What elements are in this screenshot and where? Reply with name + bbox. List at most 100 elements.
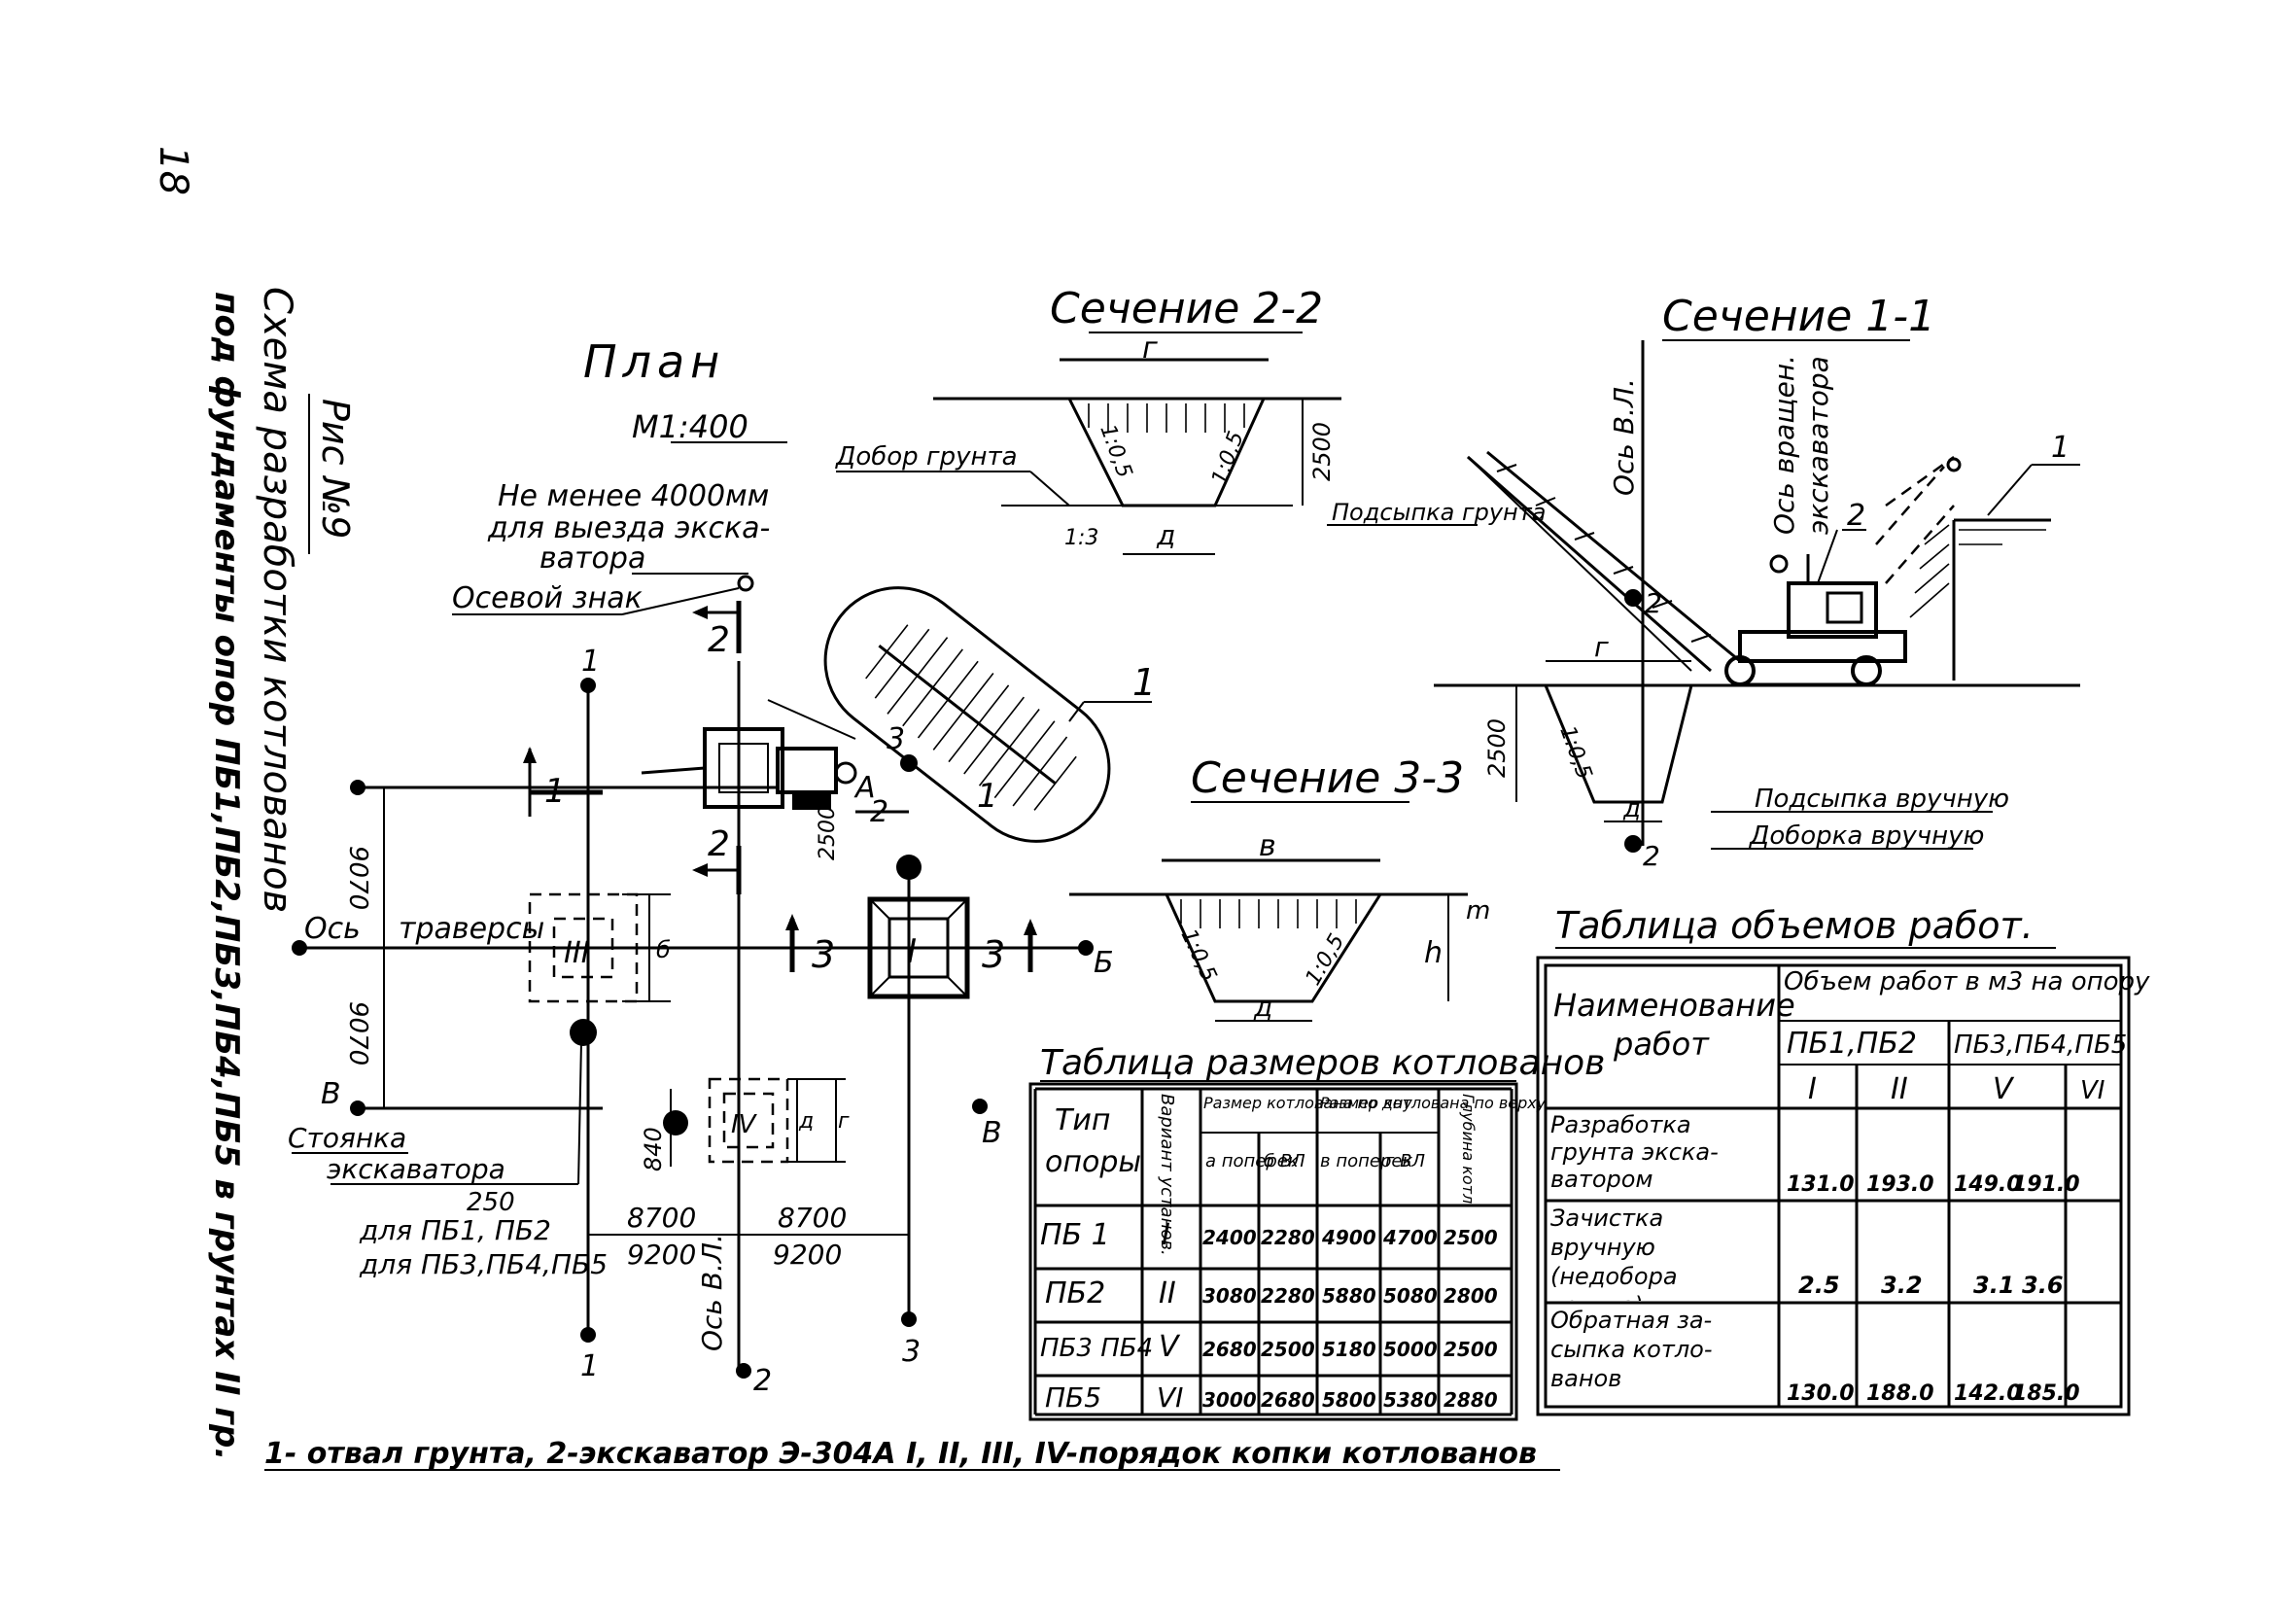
dim-840: 840 <box>640 1127 667 1171</box>
pit-I-corner-3 <box>869 976 890 997</box>
sizes-cell-a: 3080 <box>1202 1284 1257 1308</box>
section-1-left-arrowhead <box>523 747 537 763</box>
plan-note-1: Не менее 4000мм <box>498 479 769 513</box>
plan-note-3: ватора <box>539 541 645 576</box>
table-sizes-title: Таблица размеров котлованов <box>1040 1043 1605 1083</box>
volumes-cell-value: 188.0 <box>1866 1381 1934 1406</box>
sizes-cell-type: ПБ 1 <box>1040 1218 1110 1252</box>
pit-IV-label: IV <box>731 1110 758 1139</box>
volumes-row-2: Зачистка вручную (недобора грунта) 2.5 3… <box>1550 1205 2064 1301</box>
plan-note-2: для выезда экска- <box>487 511 770 545</box>
section33-dim-v: в <box>1259 829 1276 863</box>
axis-sign-label: Осевой знак <box>452 581 643 615</box>
page-number: 18 <box>151 146 195 195</box>
sizes-header-depth: Глубина котл. <box>1459 1094 1478 1208</box>
figure-title-line2: под фундаменты опор ПБ1,ПБ2,ПБ3,ПБ4,ПБ5 … <box>207 292 246 1460</box>
plan-mark-B: Б <box>1094 946 1114 980</box>
sizes-cell-h: 2800 <box>1444 1284 1498 1308</box>
section33-pit-profile <box>1165 893 1382 1003</box>
axis-1-bottom-dot <box>580 1327 596 1343</box>
volumes-group-1: ПБ1,ПБ2 <box>1787 1027 1917 1061</box>
section33-dim-m: m <box>1466 896 1490 926</box>
for-pb12: для ПБ1, ПБ2 <box>359 1214 551 1246</box>
sizes-header-group-top: Размер котлована по верху <box>1320 1094 1547 1112</box>
sizes-cell-variant: II <box>1159 1276 1176 1310</box>
axis-vl-label: Ось В.Л. <box>696 1234 728 1351</box>
section33-title: Сечение 3-3 <box>1191 753 1464 803</box>
volumes-cell-value: 3.2 <box>1881 1272 1923 1299</box>
sizes-header-v: в поперек <box>1320 1151 1412 1171</box>
pit-III-label: III <box>564 936 590 970</box>
excavator-stand-dot <box>570 1019 597 1046</box>
section22-dobor-leader <box>1029 471 1070 507</box>
volumes-row-1: Разработка грунта экска-ватором 131.0 19… <box>1550 1111 2080 1197</box>
excavator-stand-dot-2 <box>663 1110 688 1135</box>
section-2-top-label: 2 <box>708 620 730 660</box>
axis-sign-leader <box>621 587 740 615</box>
pit-III-outer <box>528 892 639 1003</box>
plan-title: План <box>583 335 725 388</box>
excavator-side-view <box>1467 450 1962 686</box>
for-pb345: для ПБ3,ПБ4,ПБ5 <box>359 1248 608 1280</box>
volumes-header-volume: Объем работ в м3 на опору <box>1784 967 2150 996</box>
volumes-cell-value: 185.0 <box>2012 1381 2080 1406</box>
axis-3-bottom-label: 3 <box>902 1335 921 1369</box>
sizes-cell-type: ПБ2 <box>1045 1276 1105 1310</box>
sizes-header-type-2: опоры <box>1045 1145 1141 1179</box>
section-2-bottom-arrowhead <box>692 863 708 877</box>
axis-A-left-dot <box>350 780 365 795</box>
sizes-header-group-bottom: Размер котлована по дну <box>1203 1094 1412 1112</box>
section11-axis-rot-2: экскаватора <box>1802 356 1834 535</box>
section-3-left-arrowhead <box>785 914 799 930</box>
axis-V-label: В <box>321 1077 341 1111</box>
section33-slope-right: 1:0,5 <box>1302 930 1350 990</box>
plan-mark-3-top: 3 <box>887 722 905 756</box>
section11-point-2-bottom <box>1624 835 1642 853</box>
section33-hatch <box>1180 899 1357 928</box>
excavator-stand-2: экскаватора <box>327 1153 505 1185</box>
volumes-variant-V: V <box>1993 1072 2015 1106</box>
section-2-bottom-label: 2 <box>708 824 730 864</box>
pit-I-inner <box>887 917 950 979</box>
sizes-row-3: ПБ3 ПБ4 V 2680 2500 5180 5000 2500 <box>1040 1330 1498 1364</box>
dim-8700-right: 8700 <box>778 1202 847 1234</box>
sizes-cell-v: 5800 <box>1322 1388 1376 1412</box>
section11-label-2-leader <box>1817 529 1838 584</box>
excavator-plan-icon <box>641 727 857 810</box>
section11-doborka: Доборка вручную <box>1749 821 1984 851</box>
section11-point-2-label: 2 <box>1645 587 1662 619</box>
volumes-variant-I: I <box>1808 1072 1817 1106</box>
sizes-cell-g: 5000 <box>1383 1338 1438 1361</box>
sizes-cell-variant: I <box>1162 1218 1170 1252</box>
volumes-cell-value: 3.1 <box>1973 1272 2015 1299</box>
soil-dump-leader <box>1068 701 1085 722</box>
section11-pit-profile <box>1544 684 1693 804</box>
section22-slope-left: 1:0,5 <box>1095 422 1136 482</box>
sizes-cell-v: 5880 <box>1322 1284 1376 1308</box>
table-volumes-title: Таблица объемов работ. <box>1555 904 2034 947</box>
sizes-cell-variant: VI <box>1157 1381 1183 1414</box>
section-2-top-arrowhead <box>692 606 708 619</box>
traverse-axis-left-dot <box>292 940 307 956</box>
section11-label-1: 1 <box>2051 431 2070 465</box>
volumes-cell-value: 2.5 <box>1798 1272 1840 1299</box>
sizes-cell-b: 2280 <box>1261 1226 1315 1249</box>
sizes-cell-variant: V <box>1159 1330 1181 1364</box>
sizes-cell-v: 4900 <box>1321 1226 1376 1249</box>
sizes-header-type-1: Тип <box>1055 1103 1110 1137</box>
sizes-cell-b: 2280 <box>1261 1284 1315 1308</box>
pit-I-corner-2 <box>947 898 968 920</box>
volumes-variant-II: II <box>1891 1072 1908 1106</box>
sizes-cell-g: 4700 <box>1382 1226 1438 1249</box>
pit-IV-outer <box>708 1077 789 1164</box>
sizes-row-4: ПБ5 VI 3000 2680 5800 5380 2880 <box>1045 1381 1498 1414</box>
section11-slope: 1:0,5 <box>1554 723 1596 784</box>
volumes-cell-name: Обратная за-сыпка котло-ванов <box>1550 1307 1713 1392</box>
section-3-right-label: 3 <box>982 933 1005 976</box>
pit-I-corner-4 <box>947 976 968 997</box>
traverse-axis-label-1: Ось <box>304 912 361 946</box>
traverse-axis-right-dot <box>1078 940 1094 956</box>
sizes-cell-a: 2680 <box>1202 1338 1257 1361</box>
dim-9200-right: 9200 <box>773 1239 842 1271</box>
